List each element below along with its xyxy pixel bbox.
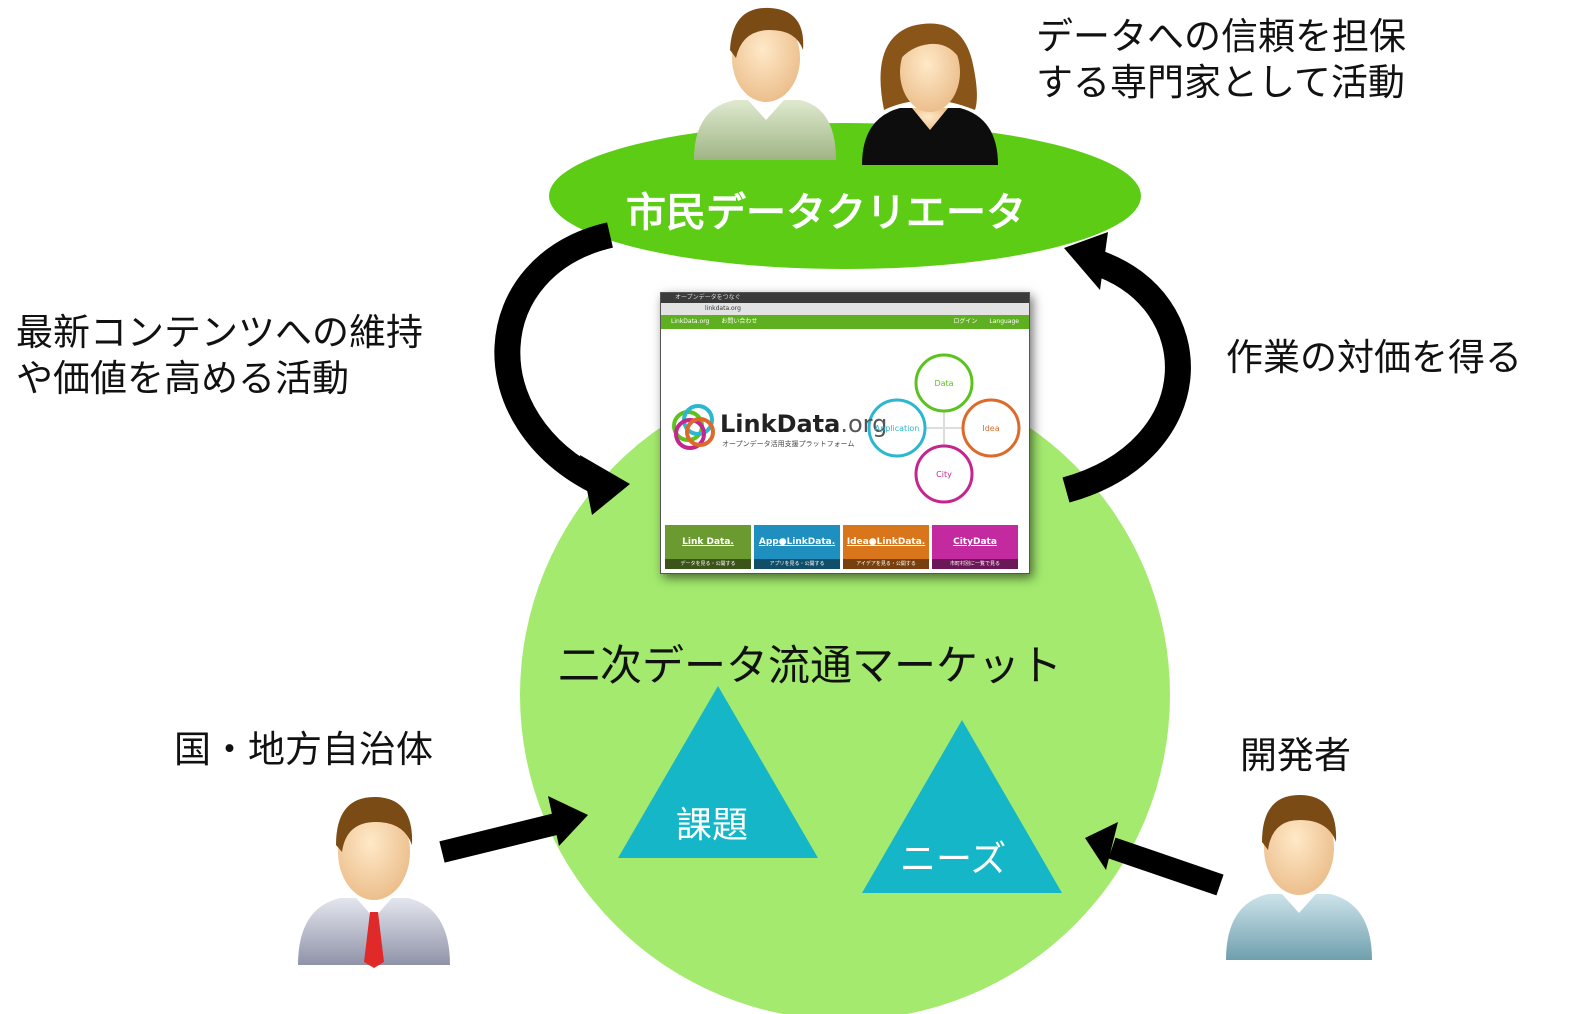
tile-linkdata-subtitle: データを見る・公開する xyxy=(665,559,751,569)
tile-app: App●LinkData. アプリを見る・公開する xyxy=(754,525,840,569)
issue-triangle xyxy=(618,686,818,858)
developer-avatar xyxy=(1226,794,1372,960)
browser-address-bar: linkdata.org xyxy=(661,303,1029,315)
developer-arrow xyxy=(1085,822,1224,896)
site-nav-bar: LinkData.org お問い合わせ ログイン Language xyxy=(661,315,1029,329)
government-arrow xyxy=(439,796,588,863)
logo-main: LinkData xyxy=(720,410,841,438)
right-curved-arrow xyxy=(1062,232,1191,503)
tile-idea-title: Idea●LinkData. xyxy=(846,537,926,547)
tile-citydata: CityData 市町村別に一覧で見る xyxy=(932,525,1018,569)
government-avatar xyxy=(298,796,450,968)
city-ring xyxy=(914,444,974,504)
needs-triangle xyxy=(862,720,1062,893)
linkdata-logo-text: LinkData.org xyxy=(720,410,887,438)
left-note-line2: や価値を高める活動 xyxy=(16,357,349,400)
right-note: 作業の対価を得る xyxy=(1226,336,1522,379)
browser-content-graphics xyxy=(672,353,1021,504)
top-note-line1: データへの信頼を担保 xyxy=(1036,15,1406,58)
browser-tab-title: オープンデータをつなぐ xyxy=(675,294,741,301)
market-label: 二次データ流通マーケット xyxy=(558,641,1063,690)
nav-home: LinkData.org xyxy=(671,318,710,325)
tile-linkdata: Link Data. データを見る・公開する xyxy=(665,525,751,569)
tile-idea-subtitle: アイデアを見る・公開する xyxy=(843,559,929,569)
tile-app-subtitle: アプリを見る・公開する xyxy=(754,559,840,569)
data-ring xyxy=(914,353,974,413)
category-application: Application xyxy=(874,424,920,433)
browser-url: linkdata.org xyxy=(705,305,741,312)
nav-language: Language xyxy=(989,318,1019,325)
idea-ring xyxy=(961,398,1021,458)
application-ring xyxy=(867,398,927,458)
nav-contact: お問い合わせ xyxy=(721,318,758,325)
linkdata-tagline: オープンデータ活用支援プラットフォーム xyxy=(722,440,855,448)
category-data: Data xyxy=(934,379,954,388)
left-curved-arrow xyxy=(494,222,630,515)
needs-label: ニーズ xyxy=(900,839,1007,880)
logo-suffix: .org xyxy=(840,410,888,438)
tile-citydata-subtitle: 市町村別に一覧で見る xyxy=(932,559,1018,569)
tile-citydata-title: CityData xyxy=(953,537,997,547)
browser-title-bar: オープンデータをつなぐ xyxy=(661,293,1029,303)
woman-avatar-top xyxy=(862,23,998,165)
developer-label: 開発者 xyxy=(1240,734,1351,777)
man-avatar-top xyxy=(694,7,836,160)
top-note-line2: する専門家として活動 xyxy=(1036,61,1405,104)
nav-login: ログイン xyxy=(953,318,978,325)
government-label: 国・地方自治体 xyxy=(174,728,433,771)
category-city: City xyxy=(936,470,952,479)
issue-label: 課題 xyxy=(676,805,749,846)
tile-linkdata-title: Link Data. xyxy=(682,537,734,547)
creator-label: 市民データクリエータ xyxy=(626,190,1026,236)
tile-idea: Idea●LinkData. アイデアを見る・公開する xyxy=(843,525,929,569)
linkdata-logo-icon xyxy=(672,404,715,450)
left-note-line1: 最新コンテンツへの維持 xyxy=(16,311,423,354)
tile-app-title: App●LinkData. xyxy=(758,537,836,547)
category-idea: Idea xyxy=(982,424,1000,433)
left-note: 最新コンテンツへの維持 や価値を高める活動 xyxy=(16,310,423,402)
top-note: データへの信頼を担保 する専門家として活動 xyxy=(1036,14,1406,106)
